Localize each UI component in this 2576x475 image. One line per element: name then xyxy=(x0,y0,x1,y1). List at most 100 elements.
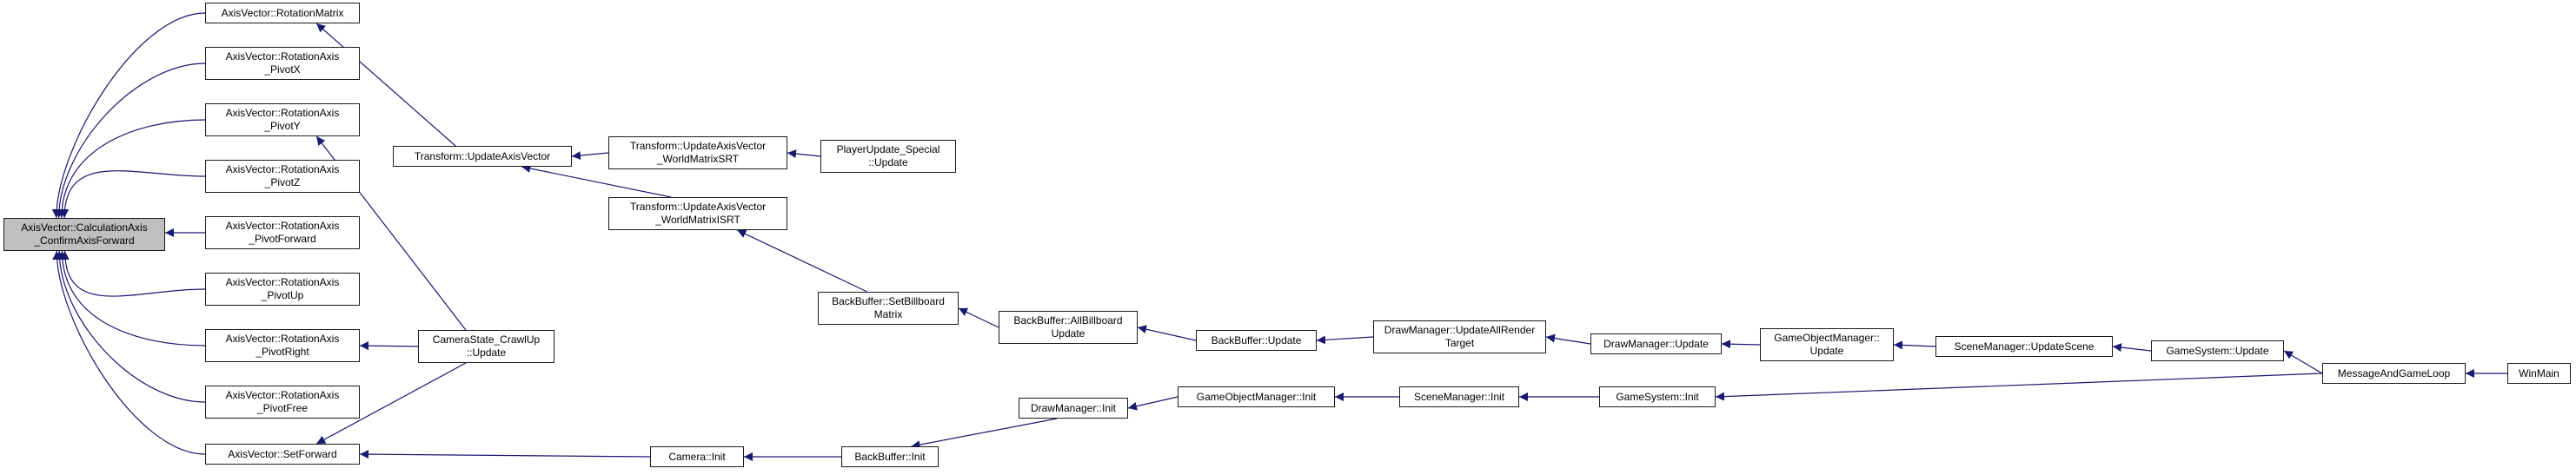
node-label-line: _PivotRight xyxy=(256,346,309,358)
node-gamesystem-update[interactable]: GameSystem::Update xyxy=(2151,340,2284,361)
node-gamesystem-init[interactable]: GameSystem::Init xyxy=(1599,386,1716,407)
edge-pivotup-to-root xyxy=(60,250,206,297)
node-label-line: Update xyxy=(1051,327,1086,340)
node-scenemanager-updatescene[interactable]: SceneManager::UpdateScene xyxy=(1935,336,2113,357)
node-label-line: SceneManager::UpdateScene xyxy=(1954,340,2095,353)
node-label-line: Camera::Init xyxy=(668,450,726,463)
node-axisvector-rotationaxis-pivoty[interactable]: AxisVector::RotationAxis_PivotY xyxy=(205,103,360,136)
edge-playerupd-to-srt xyxy=(787,149,821,159)
edge-pivotright-to-root xyxy=(57,250,206,346)
node-label-line: _WorldMatrixISRT xyxy=(655,214,740,226)
node-label-line: _PivotY xyxy=(264,120,301,132)
node-label-line: DrawManager::UpdateAllRender xyxy=(1384,324,1536,336)
edge-allbillboard-to-setbillboard xyxy=(958,307,999,328)
edge-dmupdate-to-dmrender xyxy=(1545,333,1591,345)
edge-smupdate-to-gomupdate xyxy=(1893,340,1936,350)
node-label-line: _WorldMatrixSRT xyxy=(656,153,740,165)
node-transform-updateaxisvector-worldmatrixisrt[interactable]: Transform::UpdateAxisVector_WorldMatrixI… xyxy=(608,197,787,230)
node-label-line: BackBuffer::Init xyxy=(854,450,926,463)
node-camera-init[interactable]: Camera::Init xyxy=(650,446,744,467)
node-transform-updateaxisvector-worldmatrixsrt[interactable]: Transform::UpdateAxisVector_WorldMatrixS… xyxy=(608,136,787,169)
node-label-line: BackBuffer::SetBillboard xyxy=(832,295,945,307)
edge-gsupdate-to-smupdate xyxy=(2112,343,2152,353)
node-winmain[interactable]: WinMain xyxy=(2507,363,2571,384)
node-label-line: AxisVector::SetForward xyxy=(228,447,337,460)
node-label-line: BackBuffer::AllBillboard xyxy=(1013,314,1123,327)
node-axisvector-rotationaxis-pivotfree[interactable]: AxisVector::RotationAxis_PivotFree xyxy=(205,386,360,419)
edge-bbupdate-to-allbillboard xyxy=(1137,325,1197,341)
edge-rotmatrix-to-root xyxy=(51,12,206,219)
node-label-line: Matrix xyxy=(873,308,903,320)
node-label-line: WinMain xyxy=(2519,366,2559,379)
node-backbuffer-update[interactable]: BackBuffer::Update xyxy=(1196,330,1317,351)
edge-pivotz-to-root xyxy=(60,170,206,219)
node-axisvector-rotationaxis-pivotright[interactable]: AxisVector::RotationAxis_PivotRight xyxy=(205,329,360,362)
edge-camerainit-to-setforward xyxy=(359,450,651,459)
node-label-line: Transform::UpdateAxisVector xyxy=(414,149,551,162)
node-label-line: GameSystem::Update xyxy=(2166,344,2269,357)
node-label-line: CameraState_CrawlUp xyxy=(432,333,541,346)
node-axisvector-rotationaxis-pivotx[interactable]: AxisVector::RotationAxis_PivotX xyxy=(205,47,360,80)
node-label-line: AxisVector::RotationAxis xyxy=(225,389,340,401)
node-label-line: _PivotUp xyxy=(261,289,304,301)
edge-msgloop-to-gsinit xyxy=(1715,373,2323,401)
node-label-line: AxisVector::RotationAxis xyxy=(225,220,340,232)
node-label-line: AxisVector::CalculationAxis xyxy=(21,221,148,234)
node-gameobjectmanager-update[interactable]: GameObjectManager::Update xyxy=(1760,328,1894,361)
edge-setforward-to-root xyxy=(52,250,206,455)
edge-setbillboard-to-isrt xyxy=(737,229,867,293)
node-camerastate-crawlup-update[interactable]: CameraState_CrawlUp::Update xyxy=(418,330,554,363)
node-backbuffer-init[interactable]: BackBuffer::Init xyxy=(841,446,939,467)
edge-isrt-to-updateaxis xyxy=(521,164,672,198)
node-label-line: AxisVector::RotationMatrix xyxy=(221,6,344,19)
node-label-line: GameObjectManager:: xyxy=(1774,332,1880,344)
node-drawmanager-update[interactable]: DrawManager::Update xyxy=(1590,333,1722,354)
edge-pivotx-to-root xyxy=(54,63,206,219)
node-label-line: Update xyxy=(1809,345,1844,357)
node-gameobjectmanager-init[interactable]: GameObjectManager::Init xyxy=(1178,386,1335,407)
node-axisvector-rotationaxis-pivotz[interactable]: AxisVector::RotationAxis_PivotZ xyxy=(205,160,360,193)
edge-crawlup-to-setforward xyxy=(315,362,467,445)
node-label-line: _PivotZ xyxy=(264,176,301,188)
edge-msgloop-to-gsupdate xyxy=(2283,350,2323,374)
node-label-line: Transform::UpdateAxisVector xyxy=(629,140,767,152)
node-label-line: ::Update xyxy=(868,156,908,168)
node-axisvector-calculationaxis-confirmaxisforward: AxisVector::CalculationAxis_ConfirmAxisF… xyxy=(3,218,165,251)
node-label-line: _ConfirmAxisForward xyxy=(34,234,135,247)
node-label-line: AxisVector::RotationAxis xyxy=(225,50,340,63)
edge-pivotfree-to-root xyxy=(55,250,206,403)
node-label-line: Transform::UpdateAxisVector xyxy=(629,201,767,213)
node-playerupdate-special-update[interactable]: PlayerUpdate_Special::Update xyxy=(820,140,956,173)
node-label-line: Target xyxy=(1444,337,1475,349)
node-label-line: GameObjectManager::Init xyxy=(1196,390,1317,403)
node-axisvector-rotationaxis-pivotup[interactable]: AxisVector::RotationAxis_PivotUp xyxy=(205,273,360,306)
node-label-line: MessageAndGameLoop xyxy=(2337,366,2451,379)
edge-gominit-to-dminit xyxy=(1127,396,1178,411)
node-transform-updateaxisvector[interactable]: Transform::UpdateAxisVector xyxy=(393,146,572,167)
edge-updateaxis-to-rotmatrix xyxy=(315,23,456,147)
node-label-line: AxisVector::RotationAxis xyxy=(225,276,340,288)
node-label-line: AxisVector::RotationAxis xyxy=(225,163,340,175)
node-scenemanager-init[interactable]: SceneManager::Init xyxy=(1399,386,1519,407)
node-label-line: GameSystem::Init xyxy=(1616,390,1699,403)
node-axisvector-rotationaxis-pivotforward[interactable]: AxisVector::RotationAxis_PivotForward xyxy=(205,216,360,249)
node-label-line: PlayerUpdate_Special xyxy=(836,143,940,155)
node-label-line: AxisVector::RotationAxis xyxy=(225,107,340,119)
edge-pivoty-to-root xyxy=(56,119,206,219)
edge-dminit-to-bbinit xyxy=(911,418,1058,450)
edge-gomupdate-to-dmupdate xyxy=(1721,340,1761,349)
node-label-line: DrawManager::Update xyxy=(1603,337,1709,350)
edge-dmrender-to-bbupdate xyxy=(1316,335,1374,345)
node-drawmanager-init[interactable]: DrawManager::Init xyxy=(1019,398,1128,419)
edge-srt-to-updateaxis xyxy=(571,151,609,161)
node-label-line: _PivotFree xyxy=(256,402,309,414)
node-label-line: DrawManager::Init xyxy=(1030,401,1117,414)
node-axisvector-rotationmatrix[interactable]: AxisVector::RotationMatrix xyxy=(205,3,360,23)
node-label-line: AxisVector::RotationAxis xyxy=(225,333,340,345)
node-axisvector-setforward[interactable]: AxisVector::SetForward xyxy=(205,444,360,465)
node-messageandgameloop[interactable]: MessageAndGameLoop xyxy=(2322,363,2466,384)
